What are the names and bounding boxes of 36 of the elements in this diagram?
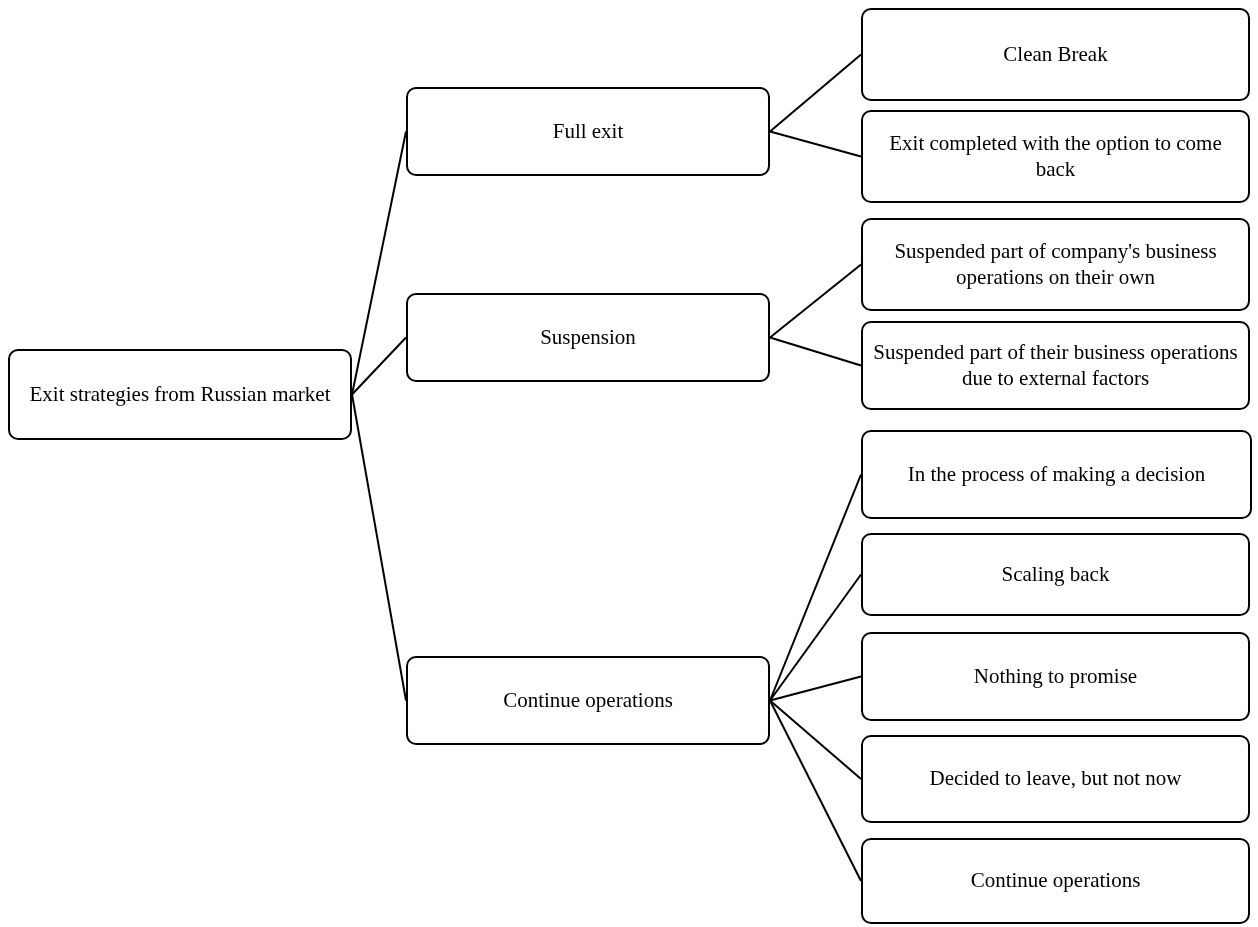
category-box bbox=[861, 735, 1250, 823]
box-label: In the process of making a decision bbox=[907, 461, 1206, 488]
connector-line bbox=[769, 336, 862, 367]
connector-line bbox=[769, 699, 862, 882]
category-box bbox=[861, 533, 1250, 616]
category-box bbox=[861, 430, 1252, 519]
box-label: Decided to leave, but not now bbox=[929, 766, 1182, 792]
box-label: Exit completed with the option to come back bbox=[888, 131, 1223, 182]
box-label: Suspended part of their business operations due to external factors bbox=[872, 340, 1239, 391]
connector-line bbox=[769, 263, 862, 339]
category-box bbox=[406, 656, 770, 745]
connector-line bbox=[769, 699, 862, 780]
category-box bbox=[861, 110, 1250, 203]
box-label: Continue operations bbox=[970, 868, 1141, 894]
root-box bbox=[8, 349, 352, 440]
category-box bbox=[861, 632, 1250, 721]
connector-line bbox=[769, 675, 862, 702]
box-label: Clean Break bbox=[1003, 41, 1108, 68]
box-label: Scaling back bbox=[1001, 561, 1110, 588]
category-box bbox=[406, 87, 770, 176]
box-label: Full exit bbox=[552, 118, 624, 145]
box-label: Exit strategies from Russian market bbox=[29, 381, 331, 408]
category-box bbox=[861, 321, 1250, 410]
connector-line bbox=[769, 53, 862, 133]
category-box bbox=[861, 838, 1250, 924]
category-box bbox=[861, 218, 1250, 311]
category-box bbox=[406, 293, 770, 382]
connector-line bbox=[351, 336, 407, 396]
connector-line bbox=[351, 393, 407, 702]
box-label: Continue operations bbox=[503, 687, 673, 714]
box-label: Nothing to promise bbox=[973, 663, 1138, 690]
category-box bbox=[861, 8, 1250, 101]
connector-line bbox=[769, 573, 862, 702]
box-label: Suspended part of company's business operations on their own bbox=[893, 239, 1218, 290]
box-label: Suspension bbox=[540, 324, 636, 351]
connector-line bbox=[769, 130, 862, 158]
